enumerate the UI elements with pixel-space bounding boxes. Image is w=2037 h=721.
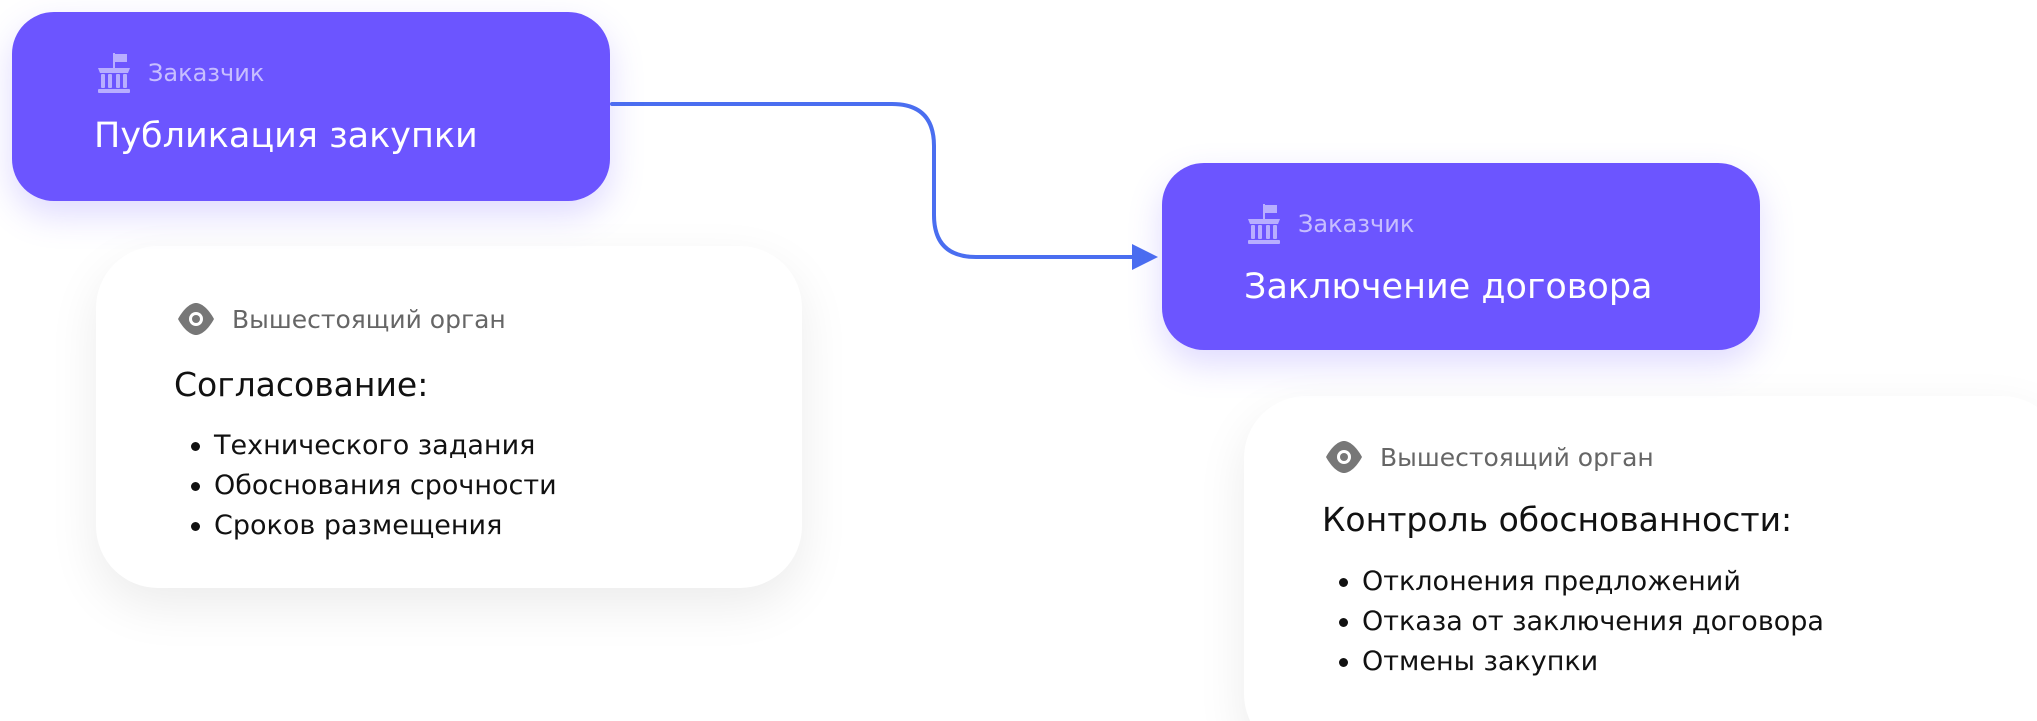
bullet-list: Технического задания Обоснования срочнос…	[191, 426, 557, 546]
card-title: Контроль обоснованности:	[1322, 500, 1793, 539]
step-role-label: Заказчик	[148, 59, 265, 87]
bullet-list: Отклонения предложений Отказа от заключе…	[1339, 562, 1824, 682]
list-item: Сроков размещения	[191, 506, 557, 546]
list-item: Отказа от заключения договора	[1339, 602, 1824, 642]
approval-card: Вышестоящий орган Согласование: Техничес…	[96, 246, 802, 588]
step-role: Заказчик	[94, 52, 264, 94]
step-card-publication: Заказчик Публикация закупки	[12, 12, 610, 201]
observer-row: Вышестоящий орган	[1324, 439, 1654, 475]
list-item: Отклонения предложений	[1339, 562, 1824, 602]
list-item: Обоснования срочности	[191, 466, 557, 506]
building-flag-icon	[94, 52, 134, 94]
list-item: Технического задания	[191, 426, 557, 466]
observer-label: Вышестоящий орган	[232, 304, 506, 334]
step-title: Публикация закупки	[94, 116, 478, 156]
observer-row: Вышестоящий орган	[176, 301, 506, 337]
eye-icon	[1324, 439, 1364, 475]
step-title: Заключение договора	[1244, 267, 1653, 307]
connector-line	[610, 102, 1136, 259]
step-card-contract: Заказчик Заключение договора	[1162, 163, 1760, 350]
control-card: Вышестоящий орган Контроль обоснованност…	[1244, 396, 2037, 721]
list-item: Отмены закупки	[1339, 642, 1824, 682]
step-role-label: Заказчик	[1298, 210, 1415, 238]
step-role: Заказчик	[1244, 203, 1414, 245]
observer-label: Вышестоящий орган	[1380, 442, 1654, 472]
card-title: Согласование:	[174, 365, 429, 404]
building-flag-icon	[1244, 203, 1284, 245]
connector-arrowhead	[1132, 244, 1158, 270]
eye-icon	[176, 301, 216, 337]
